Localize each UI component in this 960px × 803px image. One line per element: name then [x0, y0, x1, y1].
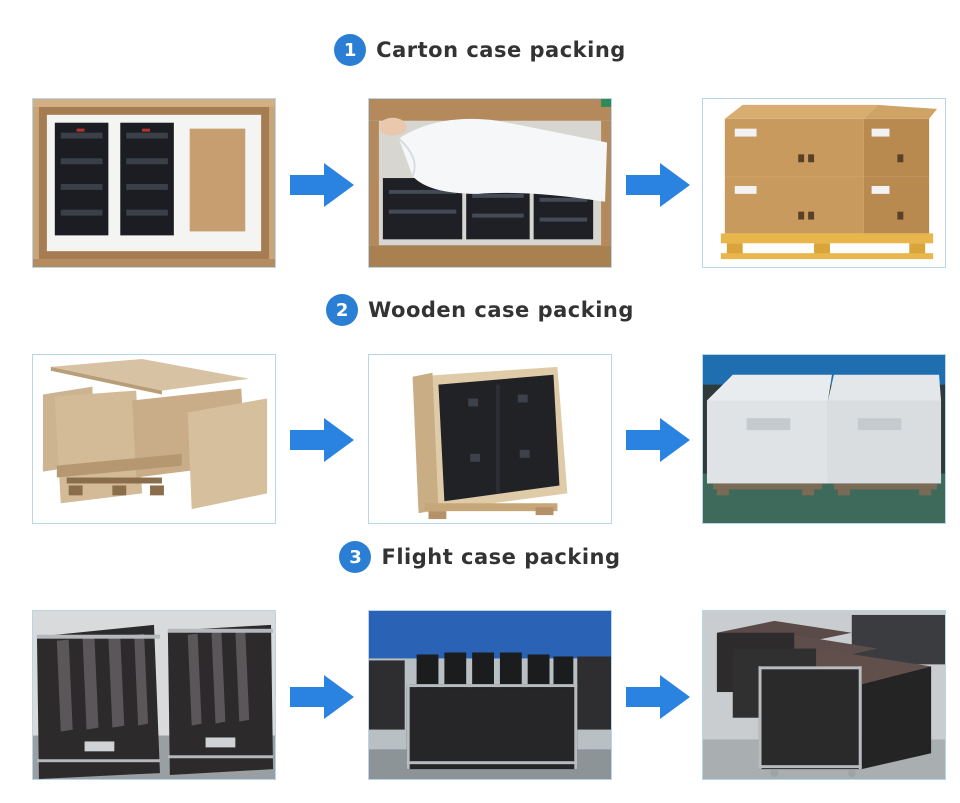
wooden-crates-warehouse-photo: [702, 354, 946, 524]
section-1-title: 1 Carton case packing: [0, 30, 960, 70]
section-title-text: Flight case packing: [381, 545, 621, 569]
wooden-case-parts-photo: [32, 354, 276, 524]
right-arrow-icon: [290, 418, 354, 462]
right-arrow-icon: [626, 163, 690, 207]
wooden-frame-cabinet-photo: [368, 354, 612, 524]
right-arrow-icon: [626, 675, 690, 719]
section-number-badge: 2: [326, 294, 359, 326]
flight-case-open-photo: [32, 610, 276, 780]
section-2-title: 2 Wooden case packing: [0, 290, 960, 330]
carton-foam-cover-photo: [368, 98, 612, 268]
flight-case-loaded-photo: [368, 610, 612, 780]
flight-case-closed-photo: [702, 610, 946, 780]
right-arrow-icon: [290, 163, 354, 207]
section-number-badge: 1: [334, 34, 367, 66]
right-arrow-icon: [290, 675, 354, 719]
section-3-title: 3 Flight case packing: [0, 537, 960, 577]
section-title-text: Wooden case packing: [368, 298, 634, 322]
section-number-badge: 3: [339, 541, 372, 573]
carton-open-box-photo: [32, 98, 276, 268]
right-arrow-icon: [626, 418, 690, 462]
section-title-text: Carton case packing: [376, 38, 626, 62]
carton-pallet-photo: [702, 98, 946, 268]
